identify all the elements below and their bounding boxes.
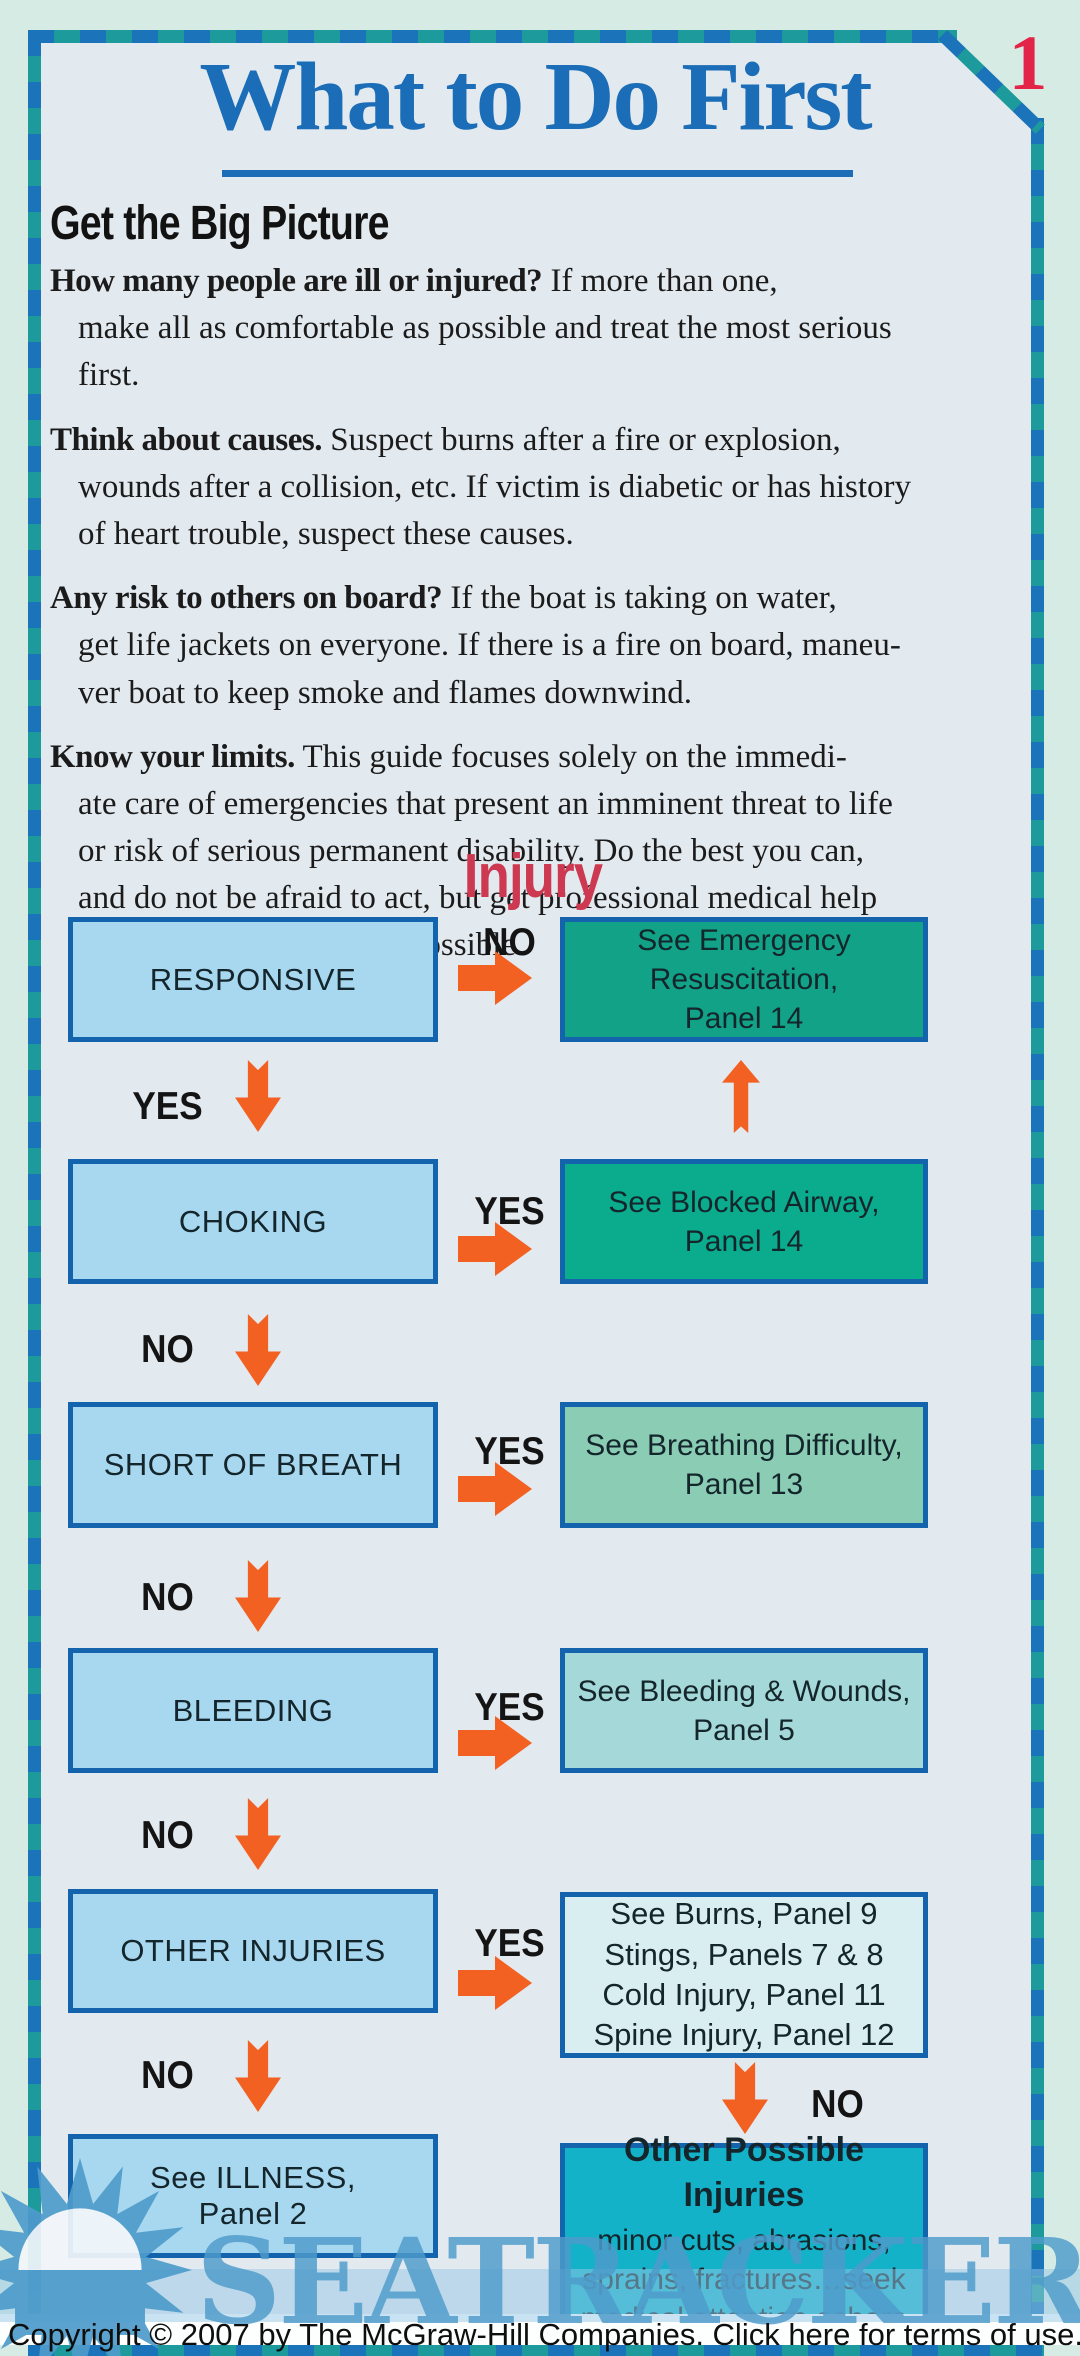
title-underline: [222, 170, 853, 177]
branch-label: YES: [474, 1686, 545, 1729]
watermark-band: [0, 2269, 1080, 2322]
copyright-text: Copyright © 2007 by The McGraw-Hill Comp…: [8, 2317, 713, 2352]
down-label: NO: [141, 1576, 194, 1619]
paragraph-text: Suspect burns after a fire or explosion,…: [78, 421, 912, 552]
border-right: [1031, 118, 1044, 2356]
branch-label: YES: [474, 1190, 545, 1233]
border-top: [28, 30, 957, 43]
down-label: NO: [141, 1328, 194, 1371]
condition-box-bleeding: BLEEDING: [68, 1648, 438, 1773]
paragraph-lead: Know your limits.: [50, 738, 295, 775]
target-box-illness: See ILLNESS, Panel 2: [68, 2134, 438, 2258]
flowchart-title: Injury: [463, 842, 603, 911]
down-label: NO: [141, 1814, 194, 1857]
condition-box-short-of-breath: SHORT OF BREATH: [68, 1402, 438, 1528]
down-label: NO: [141, 2054, 194, 2097]
paragraph-lead: Any risk to others on board?: [50, 580, 443, 617]
page-title: What to Do First: [199, 43, 872, 150]
terms-link[interactable]: Click here for terms of use.: [712, 2317, 1080, 2352]
paragraph: Think about causes. Suspect burns after …: [50, 417, 1035, 559]
border-bottom: [28, 2343, 1044, 2356]
branch-label: YES: [474, 1922, 545, 1965]
border-left: [28, 30, 41, 2356]
condition-box-responsive: RESPONSIVE: [68, 917, 438, 1042]
panel-number: 1: [1008, 19, 1048, 106]
branch-label: YES: [474, 1430, 545, 1473]
other-injuries-title: Other Possible Injuries: [624, 2131, 864, 2214]
target-box-resuscitation: See Emergency Resuscitation, Panel 14: [560, 917, 928, 1042]
paragraph-lead: Think about causes.: [50, 421, 323, 458]
right-no-label: NO: [811, 2083, 864, 2126]
paragraph-lead: How many people are ill or injured?: [50, 263, 543, 299]
branch-label: NO: [483, 921, 536, 964]
watermark-sun-icon: [0, 2158, 192, 2356]
intro-paragraphs: How many people are ill or injured? If m…: [50, 258, 1035, 987]
paragraph: Any risk to others on board? If the boat…: [50, 575, 1035, 717]
target-box-bleeding-wounds: See Bleeding & Wounds, Panel 5: [560, 1648, 928, 1773]
target-box-other-panels: See Burns, Panel 9 Stings, Panels 7 & 8 …: [560, 1892, 928, 2058]
condition-box-choking: CHOKING: [68, 1159, 438, 1284]
target-box-breathing-difficulty: See Breathing Difficulty, Panel 13: [560, 1402, 928, 1528]
down-label: YES: [132, 1085, 203, 1128]
paragraph-text: If more than one, make all as comfortabl…: [78, 263, 892, 394]
paragraph: How many people are ill or injured? If m…: [50, 258, 1035, 400]
copyright-line: Copyright © 2007 by The McGraw-Hill Comp…: [8, 2317, 1080, 2353]
watermark-text: SEATRACKER.RU: [196, 2212, 1080, 2351]
section-heading: Get the Big Picture: [50, 197, 390, 250]
target-box-blocked-airway: See Blocked Airway, Panel 14: [560, 1159, 928, 1284]
paragraph-text: If the boat is taking on water, get life…: [78, 580, 901, 711]
condition-box-other-injuries: OTHER INJURIES: [68, 1889, 438, 2013]
